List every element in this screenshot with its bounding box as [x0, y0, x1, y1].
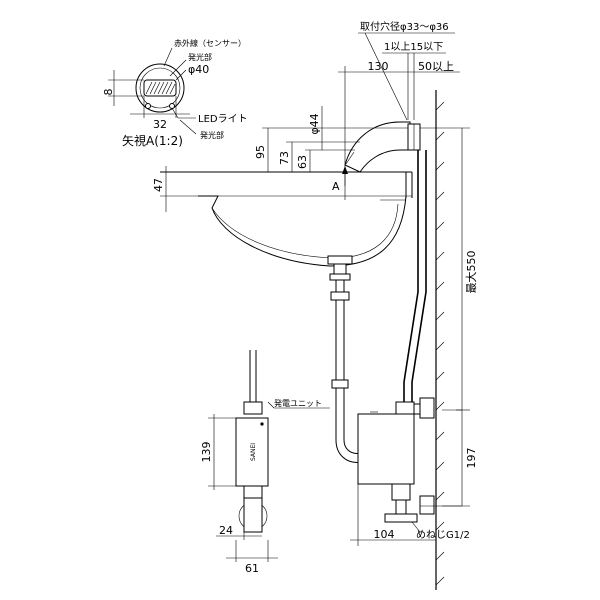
- led-right: [169, 103, 175, 109]
- faucet: φ44 95 73 63 A: [254, 106, 421, 193]
- dim-8: 8: [102, 89, 115, 96]
- wall: [435, 90, 445, 590]
- wall-hatch: [435, 101, 445, 586]
- box-top-nut: [395, 401, 415, 415]
- dim-95: 95: [254, 145, 267, 159]
- sensor-outer-circle: [135, 63, 185, 113]
- supply-hose: [403, 150, 427, 404]
- faucet-spout: [344, 121, 411, 173]
- box-bottom-nut: [391, 483, 411, 501]
- emitter-label-bottom: 発光部: [200, 130, 224, 140]
- basin-bowl-outer: [198, 195, 407, 267]
- generator-brand: SANEI: [250, 443, 257, 461]
- sensor-inner-circle: [139, 67, 181, 109]
- drain-cap: [327, 255, 353, 265]
- control-box: [357, 397, 462, 523]
- wall-flange-lower: [419, 495, 435, 515]
- emitter-label-top: 発光部: [188, 52, 212, 62]
- stop-valve-body: [384, 513, 418, 523]
- dim-197: 197: [465, 448, 478, 469]
- drain-trap: [327, 255, 379, 463]
- dim-104: 104: [374, 528, 395, 541]
- generator-bottom-nut: [243, 485, 263, 499]
- generator-unit: SANEI 発電ユニット 139 24 61: [200, 350, 330, 575]
- generator-indicator: [260, 422, 264, 426]
- led-left: [145, 103, 151, 109]
- generator-top-nut: [243, 401, 263, 415]
- led-label: LEDライト: [198, 113, 248, 125]
- infrared-label: 赤外線（センサー）: [174, 38, 246, 48]
- dim-139: 139: [200, 442, 213, 463]
- dim-61: 61: [245, 562, 259, 575]
- dim-130: 130: [368, 60, 389, 73]
- detail-view-a: 赤外線（センサー） 発光部 φ40 LEDライト 発光部 8 32 矢視A(1:…: [102, 38, 248, 148]
- sensor-window-hatch: [145, 81, 176, 95]
- diameter-40-label: φ40: [188, 63, 209, 76]
- thread-label: めねじG1/2: [416, 529, 470, 541]
- spout-diameter-label: φ44: [308, 113, 321, 134]
- right-dimensions: 最大550 197 104 めねじG1/2: [350, 127, 478, 546]
- wall-flange-upper: [419, 397, 435, 419]
- control-box-body: [357, 413, 415, 485]
- dim-32: 32: [153, 118, 167, 131]
- dim-max-550: 最大550: [464, 251, 478, 294]
- dim-24: 24: [219, 524, 233, 537]
- thickness-label: 1以上15以下: [384, 41, 443, 53]
- generator-outlet: [243, 497, 263, 533]
- dim-50-min: 50以上: [418, 60, 454, 73]
- dim-63: 63: [296, 155, 309, 169]
- dim-73: 73: [278, 151, 291, 165]
- top-dimensions: 取付穴径φ33～φ36 1以上15以下 130 50以上: [338, 20, 460, 200]
- hole-diameter-label: 取付穴径φ33～φ36: [360, 20, 449, 33]
- view-arrow: [342, 166, 348, 174]
- view-title: 矢視A(1:2): [122, 133, 183, 148]
- generator-label: 発電ユニット: [274, 399, 322, 408]
- dim-47: 47: [152, 178, 165, 192]
- arrow-a-label: A: [332, 180, 340, 193]
- basin: 47: [152, 166, 413, 267]
- basin-bowl-inner: [211, 203, 399, 259]
- sensor-window: [143, 79, 177, 97]
